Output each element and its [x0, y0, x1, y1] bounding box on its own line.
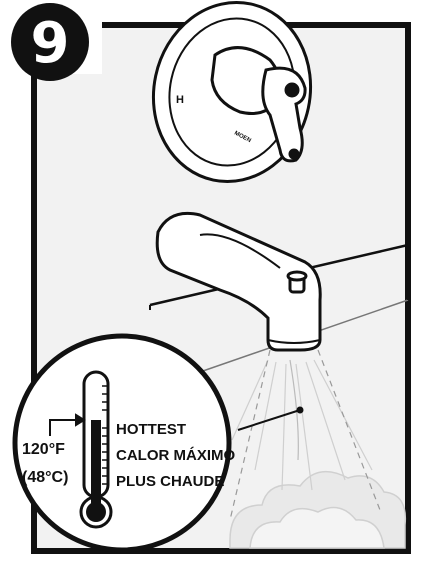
step-number: 9 — [31, 11, 70, 76]
thermometer-icon — [81, 372, 111, 527]
label-hottest-fr: PLUS CHAUDE — [116, 473, 224, 490]
temperature-fahrenheit: 120°F — [22, 441, 65, 458]
temperature-celsius: (48°C) — [22, 469, 68, 486]
label-hottest-es: CALOR MÁXIMO — [116, 447, 235, 464]
valve-hot-marker: H — [176, 94, 184, 106]
label-hottest-en: HOTTEST — [116, 421, 186, 438]
step-badge: 9 — [8, 3, 102, 81]
